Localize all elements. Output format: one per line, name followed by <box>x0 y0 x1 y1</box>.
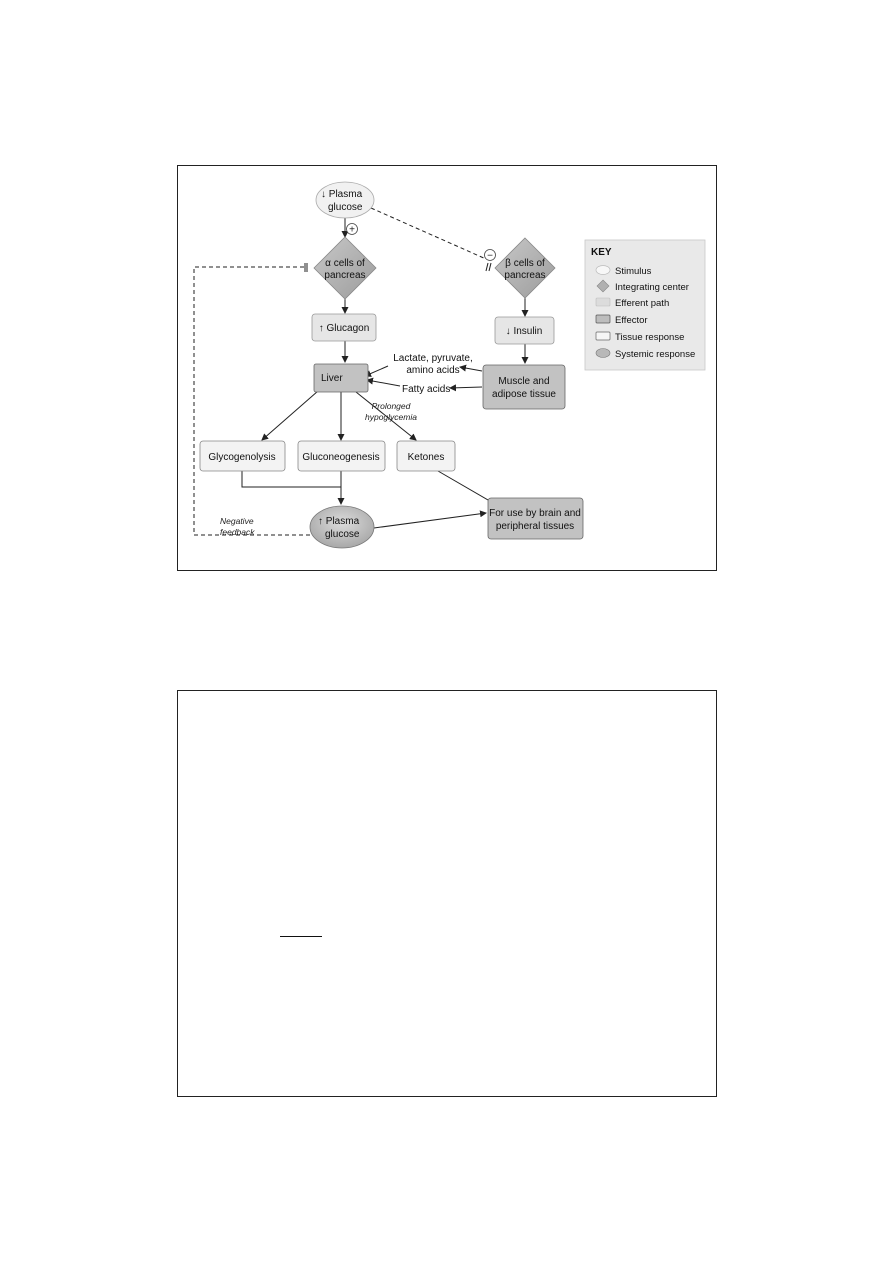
svg-text:↑ Plasma: ↑ Plasma <box>318 516 360 527</box>
arrow-muscle-to-fatty <box>449 384 483 392</box>
down-arrow-glyph: ↓ <box>321 189 326 200</box>
key-item-effector: Effector <box>595 314 648 326</box>
svg-text:pancreas: pancreas <box>504 270 545 281</box>
svg-text:Lactate, pyruvate,: Lactate, pyruvate, <box>393 353 473 364</box>
svg-text:+: + <box>349 225 355 236</box>
beta-cells-node: β cells of pancreas <box>494 237 556 299</box>
svg-text:Glycogenolysis: Glycogenolysis <box>208 452 275 463</box>
minus-sign-marker: − <box>484 249 496 262</box>
gluconeogenesis-node: Gluconeogenesis <box>297 440 386 472</box>
handwritten-underline-mark <box>280 936 322 937</box>
svg-text:pancreas: pancreas <box>324 270 365 281</box>
svg-text:α cells of: α cells of <box>325 258 365 269</box>
svg-text:For use by brain and: For use by brain and <box>489 508 581 519</box>
key-item-systemic-response: Systemic response <box>595 348 695 360</box>
muscle-adipose-node: Muscle and adipose tissue <box>482 364 566 410</box>
brain-peripheral-node: For use by brain and peripheral tissues <box>487 497 584 540</box>
up-arrow-glyph: ↑ <box>318 516 323 527</box>
svg-text:Liver: Liver <box>321 373 343 384</box>
up-arrow-glyph: ↑ <box>319 323 324 334</box>
diagram-key: KEY Stimulus Integrating center Efferent… <box>584 239 706 371</box>
ketones-node: Ketones <box>396 440 456 472</box>
svg-text:glucose: glucose <box>325 529 360 540</box>
svg-text:peripheral tissues: peripheral tissues <box>496 521 574 532</box>
glucagon-node: ↑ Glucagon <box>311 313 377 342</box>
plasma-glucose-low-node: ↓ Plasma glucose <box>315 181 375 219</box>
svg-text:Effector: Effector <box>615 315 648 326</box>
glycogenolysis-node: Glycogenolysis <box>199 440 286 472</box>
key-item-integrating-center: Integrating center <box>596 279 689 293</box>
liver-node: Liver <box>313 363 369 393</box>
svg-text:Integrating center: Integrating center <box>615 282 689 293</box>
svg-text:amino acids: amino acids <box>406 365 459 376</box>
key-item-efferent-path: Efferent path <box>595 297 669 309</box>
lactate-label: Lactate, pyruvate, amino acids <box>393 353 473 376</box>
key-item-tissue-response: Tissue response <box>595 331 684 343</box>
key-title: KEY <box>591 247 612 258</box>
insulin-node: ↓ Insulin <box>494 316 555 345</box>
svg-text:adipose tissue: adipose tissue <box>492 389 556 400</box>
alpha-cells-node: α cells of pancreas <box>313 236 377 300</box>
plus-sign-marker: + <box>346 223 358 236</box>
svg-text:Systemic response: Systemic response <box>615 349 695 360</box>
svg-text:Prolonged: Prolonged <box>372 401 411 411</box>
dashed-glucose-to-beta <box>370 207 487 260</box>
key-item-stimulus: Stimulus <box>595 265 652 277</box>
svg-text:β cells of: β cells of <box>505 258 545 269</box>
svg-text:Efferent path: Efferent path <box>615 298 669 309</box>
line-glycogenolysis-merge <box>241 471 341 488</box>
svg-text:−: − <box>487 251 493 262</box>
arrow-lactate-to-liver <box>364 365 389 377</box>
svg-text:↓ Plasma: ↓ Plasma <box>321 189 363 200</box>
arrow-muscle-to-lactate <box>459 364 483 372</box>
arrow-plasma-to-brain <box>373 510 487 529</box>
plasma-glucose-high-node: ↑ Plasma glucose <box>309 505 375 549</box>
fatty-acids-label: Fatty acids <box>402 384 450 395</box>
svg-text:Gluconeogenesis: Gluconeogenesis <box>302 452 379 463</box>
negative-feedback-path <box>193 266 310 536</box>
svg-text:glucose: glucose <box>328 202 363 213</box>
svg-text:Stimulus: Stimulus <box>615 266 652 277</box>
blank-slide <box>177 690 717 1097</box>
connectors <box>193 207 529 536</box>
svg-text:Negative: Negative <box>220 516 254 526</box>
svg-text:Tissue response: Tissue response <box>615 332 684 343</box>
svg-text:feedback: feedback <box>220 527 255 537</box>
down-arrow-glyph: ↓ <box>506 326 511 337</box>
svg-text:hypoglycemia: hypoglycemia <box>365 412 417 422</box>
prolonged-hypoglycemia-label: Prolonged hypoglycemia <box>365 401 417 422</box>
arrow-liver-to-ketones <box>355 391 417 441</box>
svg-text:Ketones: Ketones <box>408 452 445 463</box>
arrow-fatty-to-liver <box>366 377 401 387</box>
arrow-liver-to-glycogenolysis <box>261 390 319 441</box>
negative-feedback-label: Negative feedback <box>220 516 255 537</box>
glucagon-pathway-diagram: ↓ Plasma glucose + − α cells of pancreas… <box>193 181 706 549</box>
svg-text:↑ Glucagon: ↑ Glucagon <box>319 323 370 334</box>
diagram-slide: ↓ Plasma glucose + − α cells of pancreas… <box>177 165 717 571</box>
svg-text:Muscle and: Muscle and <box>498 376 549 387</box>
svg-text:↓ Insulin: ↓ Insulin <box>506 326 543 337</box>
